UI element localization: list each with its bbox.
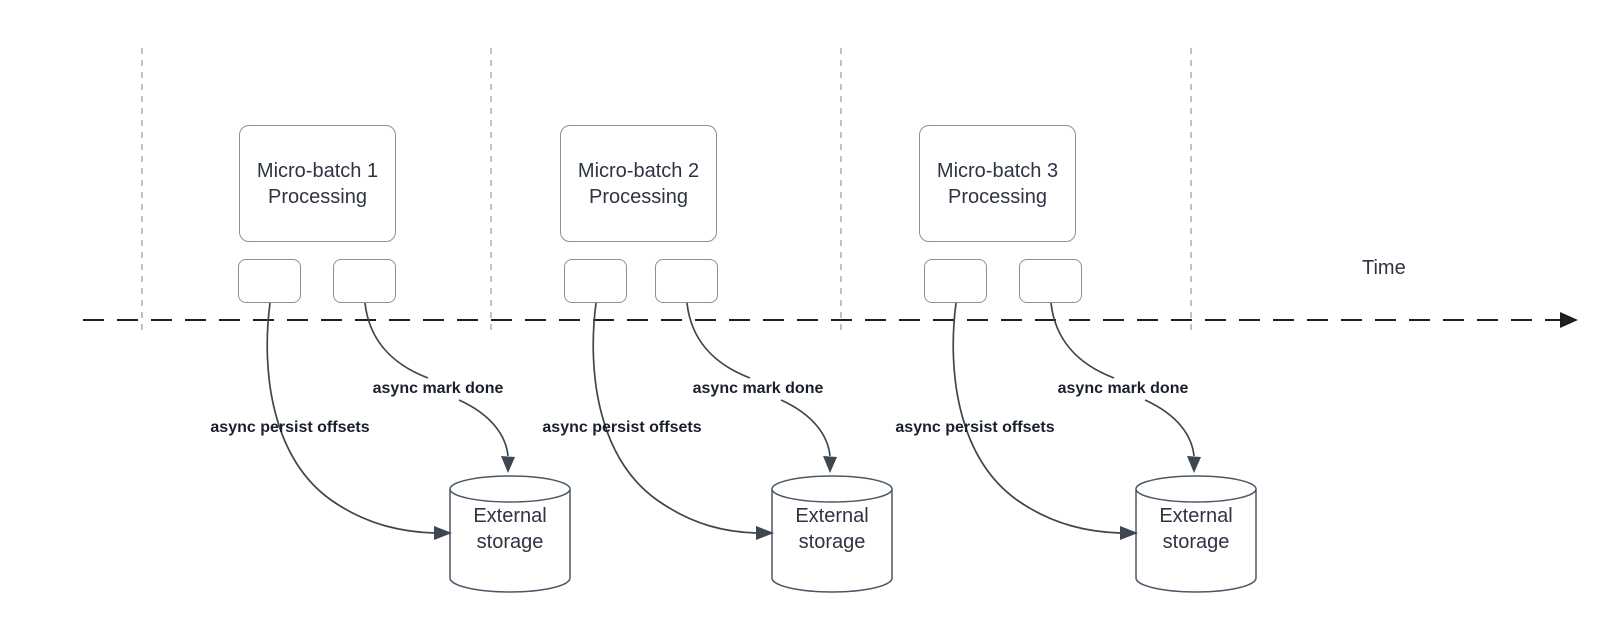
mark-done-arrowhead-icon — [501, 456, 515, 473]
persist-offsets-label: async persist offsets — [210, 419, 370, 436]
micro-batch-2-box: Micro-batch 2 Processing — [560, 125, 717, 242]
mark-done-arrow-upper — [1050, 302, 1115, 379]
mark-done-label: async mark done — [692, 380, 824, 397]
mark-done-task-box — [333, 259, 396, 303]
mark-done-task-box — [1019, 259, 1082, 303]
mark-done-arrow-lower — [780, 399, 831, 457]
persist-arrowhead-icon — [434, 526, 452, 540]
external-storage-label: External storage — [1159, 505, 1233, 553]
mark-done-label: async mark done — [1057, 380, 1189, 397]
time-axis-label: Time — [1362, 257, 1406, 279]
persist-offsets-arrow — [592, 302, 757, 534]
time-axis-arrowhead-icon — [1560, 312, 1578, 328]
mark-done-arrow-upper — [686, 302, 751, 379]
persist-task-box — [924, 259, 987, 303]
mark-done-arrow-upper — [364, 302, 429, 379]
persist-arrowhead-icon — [756, 526, 774, 540]
external-storage-label: External storage — [473, 505, 547, 553]
mark-done-arrowhead-icon — [1187, 456, 1201, 473]
persist-offsets-arrow — [952, 302, 1121, 534]
external-storage-cylinder — [1135, 475, 1257, 593]
persist-offsets-label: async persist offsets — [542, 419, 702, 436]
external-storage-cylinder — [771, 475, 893, 593]
mark-done-arrowhead-icon — [823, 456, 837, 473]
mark-done-task-box — [655, 259, 718, 303]
persist-task-box — [564, 259, 627, 303]
external-storage-cylinder — [449, 475, 571, 593]
micro-batch-3-box: Micro-batch 3 Processing — [919, 125, 1076, 242]
persist-offsets-label: async persist offsets — [895, 419, 1055, 436]
mark-done-arrow-lower — [458, 399, 509, 457]
persist-task-box — [238, 259, 301, 303]
external-storage-label: External storage — [795, 505, 869, 553]
persist-offsets-arrow — [266, 302, 435, 534]
persist-arrowhead-icon — [1120, 526, 1138, 540]
mark-done-arrow-lower — [1144, 399, 1195, 457]
mark-done-label: async mark done — [372, 380, 504, 397]
micro-batch-1-box: Micro-batch 1 Processing — [239, 125, 396, 242]
